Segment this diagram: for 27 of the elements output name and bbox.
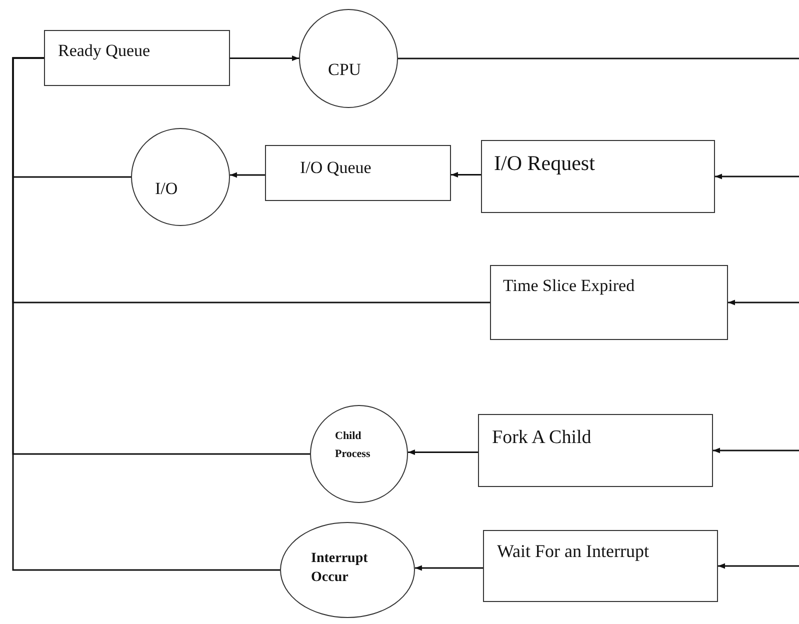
node-label: CPU: [328, 60, 362, 80]
connector-line: [12, 57, 280, 571]
node-label: Wait For an Interrupt: [497, 541, 650, 563]
arrow: [408, 449, 478, 456]
node-label: Child Process: [335, 429, 372, 462]
arrow: [715, 174, 799, 180]
arrow: [414, 565, 483, 571]
node-label: I/O Queue: [300, 158, 372, 178]
process-box: [265, 145, 451, 201]
node-label: Interrupt Occur: [311, 550, 369, 587]
arrow: [728, 300, 799, 306]
process-box: [44, 30, 230, 86]
process-box: [490, 265, 728, 340]
node-label: Fork A Child: [492, 427, 592, 450]
connector-line: [398, 58, 799, 60]
arrow: [718, 563, 799, 569]
process-box: [481, 140, 715, 213]
arrow: [230, 172, 265, 178]
node-label: Time Slice Expired: [503, 276, 635, 296]
node-label: Ready Queue: [58, 41, 150, 62]
process-box: [483, 530, 718, 602]
process-box: [478, 414, 713, 487]
arrow: [713, 448, 799, 454]
node-label: I/O: [155, 179, 178, 200]
arrow: [230, 55, 299, 62]
node-label: I/O Request: [494, 151, 595, 176]
arrow: [451, 172, 481, 178]
